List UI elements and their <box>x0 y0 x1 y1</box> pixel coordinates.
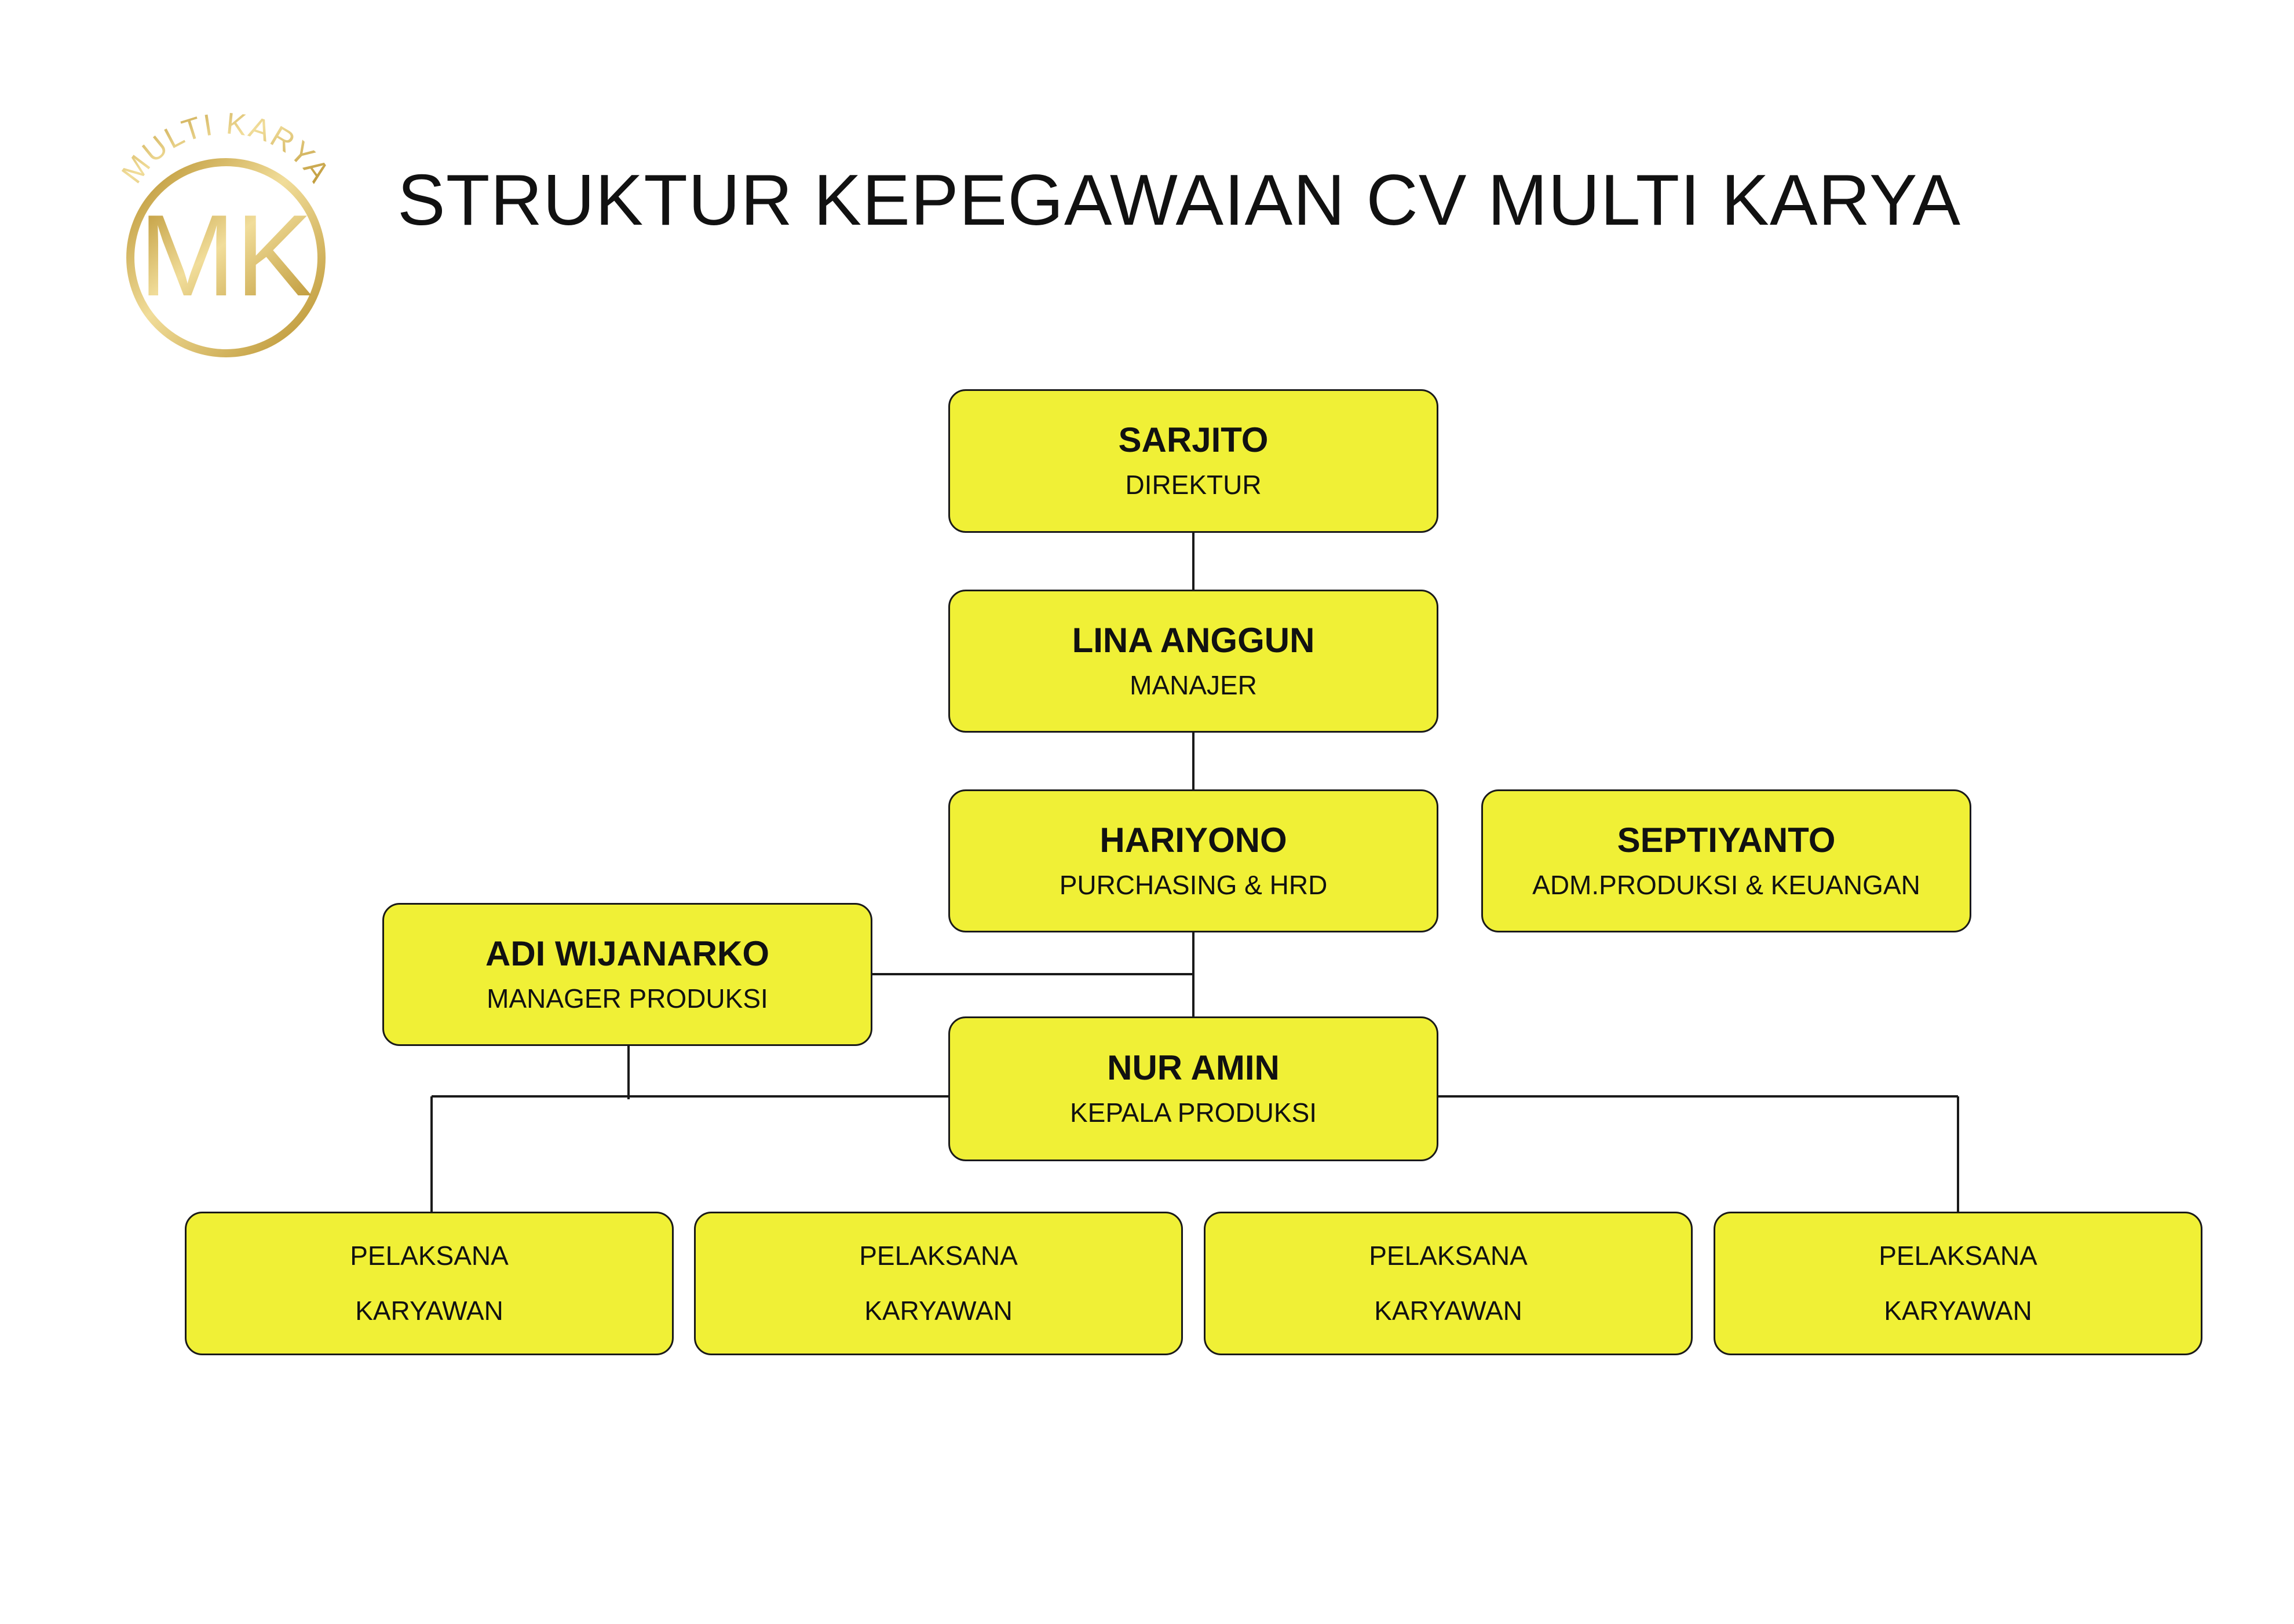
worker-title: PELAKSANA <box>350 1240 509 1271</box>
worker-title: PELAKSANA <box>1879 1240 2037 1271</box>
worker-box: PELAKSANA KARYAWAN <box>694 1212 1183 1355</box>
production-manager-role: MANAGER PRODUKSI <box>487 983 768 1014</box>
logo-ring <box>126 158 326 357</box>
purchasing-role: PURCHASING & HRD <box>1059 869 1328 900</box>
admin-role: ADM.PRODUKSI & KEUANGAN <box>1532 869 1920 900</box>
director-name: SARJITO <box>1118 420 1269 460</box>
admin-name: SEPTIYANTO <box>1617 820 1836 859</box>
multi-karya-logo: MULTI KARYA MK <box>115 107 335 357</box>
purchasing-box: HARIYONO PURCHASING & HRD <box>948 789 1438 932</box>
worker-box: PELAKSANA KARYAWAN <box>1714 1212 2202 1355</box>
production-head-role: KEPALA PRODUKSI <box>1069 1098 1317 1128</box>
worker-role: KARYAWAN <box>1374 1296 1522 1326</box>
production-manager-name: ADI WIJANARKO <box>485 934 769 973</box>
logo-monogram: MK <box>139 191 313 320</box>
manager-box: LINA ANGGUN MANAJER <box>948 590 1438 733</box>
worker-title: PELAKSANA <box>1369 1240 1528 1271</box>
page-title: STRUKTUR KEPEGAWAIAN CV MULTI KARYA <box>397 160 1961 240</box>
worker-title: PELAKSANA <box>859 1240 1018 1271</box>
production-manager-box: ADI WIJANARKO MANAGER PRODUKSI <box>382 903 872 1046</box>
manager-name: LINA ANGGUN <box>1072 620 1315 660</box>
manager-role: MANAJER <box>1130 670 1257 700</box>
worker-role: KARYAWAN <box>355 1296 503 1326</box>
worker-box: PELAKSANA KARYAWAN <box>1204 1212 1693 1355</box>
worker-box: PELAKSANA KARYAWAN <box>185 1212 674 1355</box>
production-head-box: NUR AMIN KEPALA PRODUKSI <box>948 1016 1438 1161</box>
director-box: SARJITO DIREKTUR <box>948 389 1438 533</box>
worker-role: KARYAWAN <box>1884 1296 2032 1326</box>
admin-box: SEPTIYANTO ADM.PRODUKSI & KEUANGAN <box>1481 789 1971 932</box>
director-role: DIREKTUR <box>1125 470 1262 500</box>
purchasing-name: HARIYONO <box>1099 820 1287 859</box>
production-head-name: NUR AMIN <box>1107 1048 1280 1088</box>
worker-role: KARYAWAN <box>864 1296 1013 1326</box>
